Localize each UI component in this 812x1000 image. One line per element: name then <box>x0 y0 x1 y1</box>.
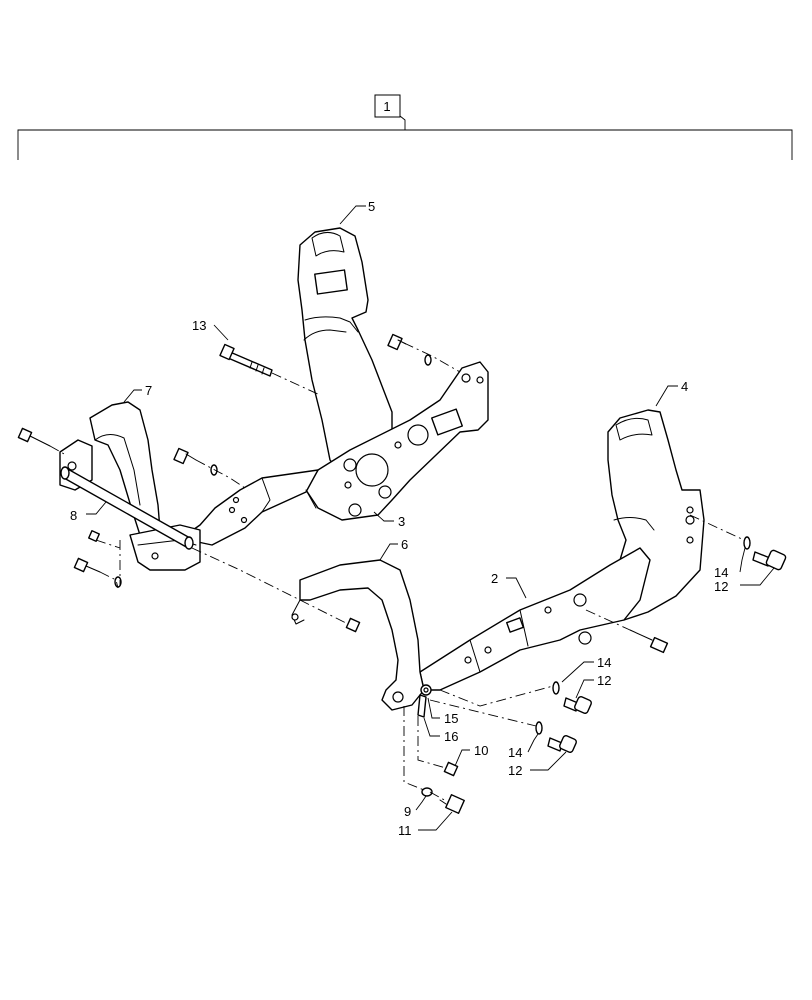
assembly-centerlines <box>49 342 745 803</box>
part-2-lower-frame[interactable] <box>419 547 651 691</box>
callout-labels: 5 13 7 4 8 3 6 2 14 12 14 12 15 16 10 14… <box>70 199 728 838</box>
part-13-bolt[interactable] <box>219 343 273 377</box>
callout-12-b[interactable]: 12 <box>597 673 611 688</box>
part-15-16-pin[interactable] <box>417 684 432 718</box>
part-9-bushing[interactable] <box>421 787 433 797</box>
assembly-label: 1 <box>383 99 390 114</box>
callout-14-a[interactable]: 14 <box>714 565 728 580</box>
hardware-bolt-right[interactable] <box>629 629 669 654</box>
callout-8[interactable]: 8 <box>70 508 77 523</box>
callout-11[interactable]: 11 <box>398 823 412 838</box>
part-11-bolt[interactable] <box>439 794 465 814</box>
part-12-bolt-c[interactable] <box>535 721 577 753</box>
hardware-bolt-far-left[interactable] <box>17 427 51 447</box>
callout-13[interactable]: 13 <box>192 318 206 333</box>
callout-3[interactable]: 3 <box>398 514 405 529</box>
part-3-main-frame[interactable] <box>189 361 489 546</box>
callout-15[interactable]: 15 <box>444 711 458 726</box>
callout-4[interactable]: 4 <box>681 379 688 394</box>
hardware-nuts-lower-left[interactable] <box>73 530 122 588</box>
hardware-bolt-left[interactable] <box>173 447 218 476</box>
callout-6[interactable]: 6 <box>401 537 408 552</box>
assembly-bracket: 1 <box>17 94 793 160</box>
callout-9[interactable]: 9 <box>404 804 411 819</box>
callout-14-c[interactable]: 14 <box>508 745 522 760</box>
callout-2[interactable]: 2 <box>491 571 498 586</box>
part-12-bolt-b[interactable] <box>552 681 592 714</box>
part-10-nut[interactable] <box>443 761 459 777</box>
hardware-bolt-upper[interactable] <box>387 333 432 366</box>
callout-5[interactable]: 5 <box>368 199 375 214</box>
leader-lines <box>86 205 775 831</box>
callout-7[interactable]: 7 <box>145 383 152 398</box>
part-8-shaft[interactable] <box>60 466 194 550</box>
part-12-bolt-a[interactable] <box>743 536 787 571</box>
part-5-mount-plate[interactable] <box>297 227 393 471</box>
callout-12-a[interactable]: 12 <box>714 579 728 594</box>
callout-10[interactable]: 10 <box>474 743 488 758</box>
part-6-arm-bracket[interactable] <box>291 559 425 711</box>
callout-12-c[interactable]: 12 <box>508 763 522 778</box>
callout-14-b[interactable]: 14 <box>597 655 611 670</box>
assembly-label-box[interactable] <box>374 94 401 118</box>
callout-16[interactable]: 16 <box>444 729 458 744</box>
hardware-bolt-under-6[interactable] <box>345 617 361 633</box>
